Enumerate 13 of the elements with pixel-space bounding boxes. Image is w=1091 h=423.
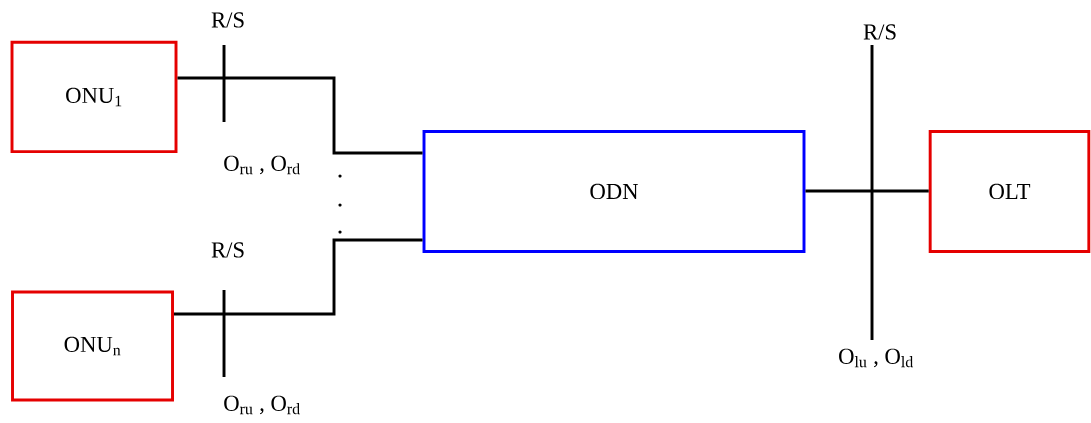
onu-box: ONU$_{n}$ (11, 290, 174, 402)
interface-label: O$_{ru}$ , O$_{rd}$ (224, 155, 300, 175)
connector-line (174, 238, 423, 316)
connector-line (805, 189, 929, 193)
onu-box: ONU$_{1}$ (10, 40, 178, 154)
reference-point-label: R/S (863, 24, 896, 40)
reference-point-label: R/S (211, 242, 244, 258)
odn-box: ODN (422, 130, 806, 253)
reference-point-label: R/S (211, 12, 244, 28)
interface-label: O$_{ru}$ , O$_{rd}$ (224, 395, 300, 415)
interface-label: O$_{lu}$ , O$_{ld}$ (839, 348, 913, 368)
connector-line (177, 76, 423, 155)
olt-box: OLT (928, 130, 1091, 253)
